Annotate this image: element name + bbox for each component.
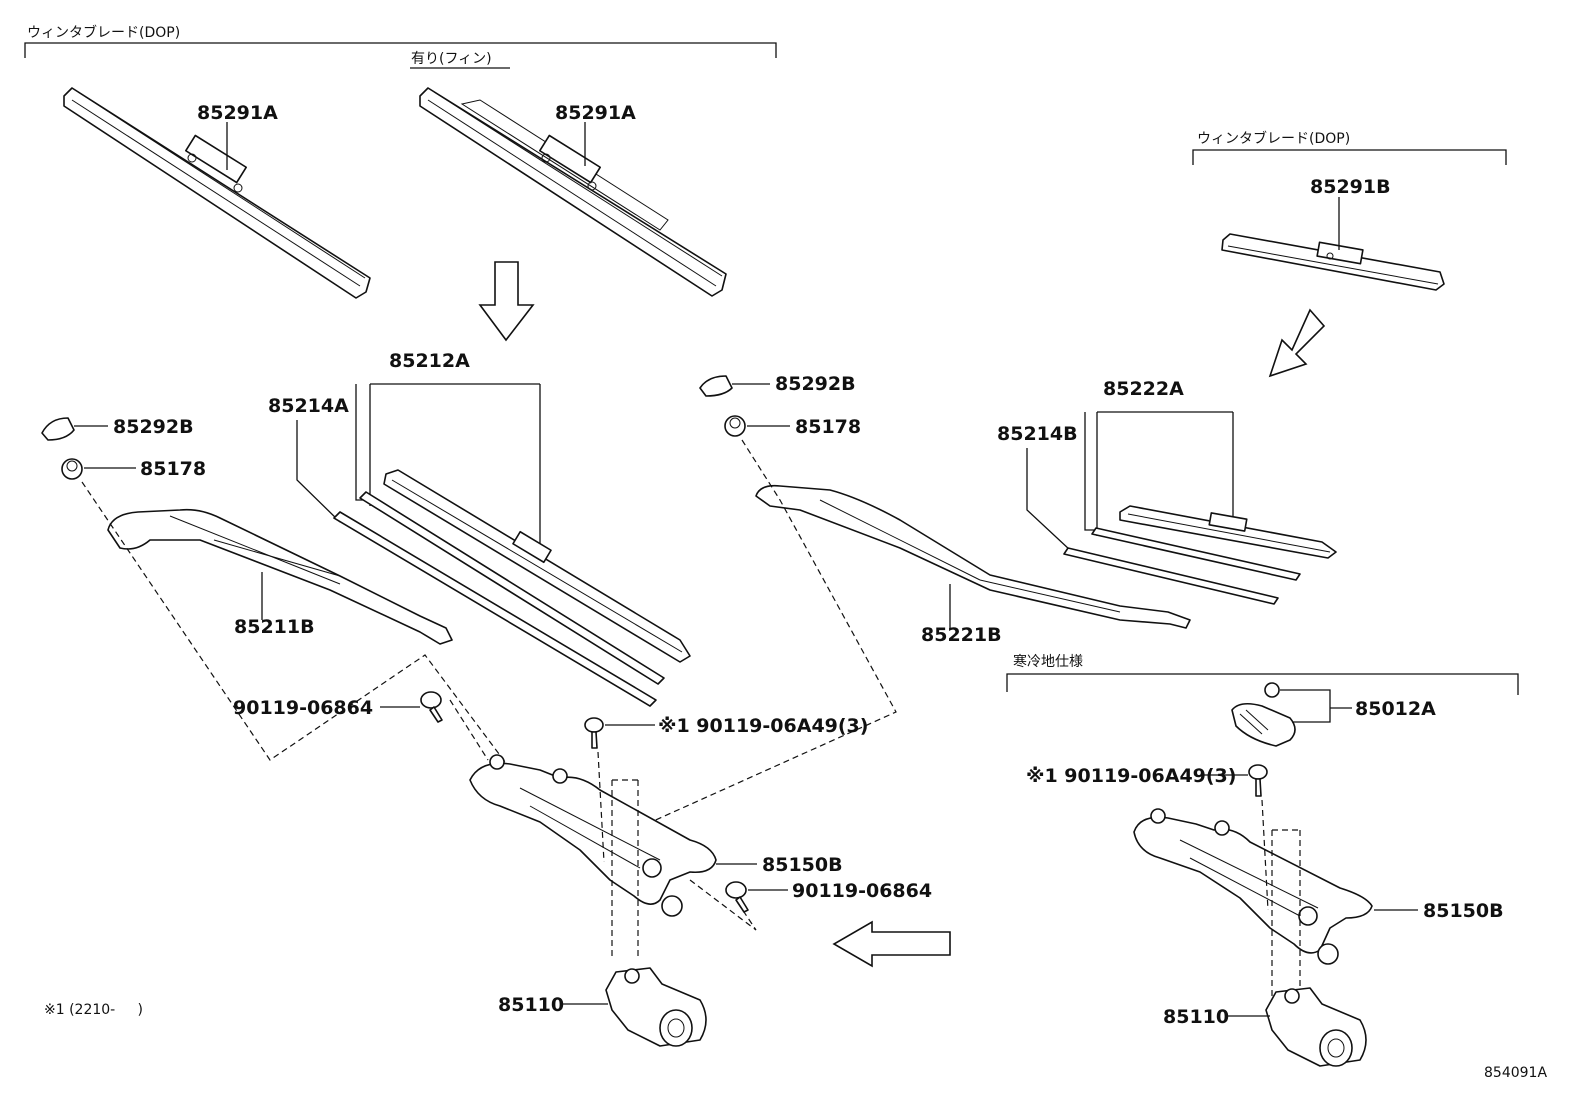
dashed-line-bolt-left bbox=[449, 699, 489, 761]
part-number-85150b-right: 85150B bbox=[1423, 900, 1504, 922]
arrow-down bbox=[478, 261, 535, 342]
nut-85178-right bbox=[724, 415, 746, 437]
cover-85012a bbox=[1231, 682, 1296, 747]
label-wiper-blade-right: ウィンタブレード(DOP) bbox=[1197, 130, 1350, 147]
part-number-85110-left: 85110 bbox=[498, 994, 564, 1016]
bolt-90119-06864-right bbox=[725, 881, 749, 913]
bracket-85212a bbox=[369, 383, 541, 560]
linkage-85150b-right bbox=[1133, 808, 1373, 965]
part-number-85178-right: 85178 bbox=[795, 416, 861, 438]
part-number-85292b-right: 85292B bbox=[775, 373, 856, 395]
motor-85110-left bbox=[605, 967, 707, 1047]
label-with-fin: 有り(フィン) bbox=[411, 51, 492, 67]
wiper-blade-left-1 bbox=[63, 87, 371, 299]
footnote-applicability: ※1 (2210- ) bbox=[44, 1002, 143, 1018]
motor-85110-right bbox=[1265, 987, 1367, 1067]
part-number-85012a: 85012A bbox=[1355, 698, 1436, 720]
wiper-refill-85214b bbox=[1063, 527, 1301, 605]
part-number-85178-left: 85178 bbox=[140, 458, 206, 480]
leader-85214a bbox=[296, 420, 341, 523]
wiper-blade-85212a bbox=[383, 469, 691, 663]
part-number-90119-06864-left: 90119-06864 bbox=[233, 697, 373, 719]
leader-85214b bbox=[1026, 448, 1071, 551]
arrow-left bbox=[832, 920, 951, 968]
wiper-blade-left-2 bbox=[419, 87, 727, 297]
label-cold-spec: 寒冷地仕様 bbox=[1013, 653, 1083, 670]
bracket-85222a bbox=[1096, 411, 1234, 536]
part-number-85291a-1: 85291A bbox=[197, 102, 278, 124]
part-number-85110-right: 85110 bbox=[1163, 1006, 1229, 1028]
bolt-90119-06864-left bbox=[420, 691, 443, 723]
bracket-85212a-inner bbox=[355, 384, 370, 501]
wiper-refill-85214a bbox=[333, 491, 665, 707]
diagram-id: 854091A bbox=[1484, 1065, 1547, 1081]
bracket-85222a-inner bbox=[1084, 412, 1097, 531]
arrow-down-left bbox=[1268, 308, 1326, 378]
part-number-90119-06864-right: 90119-06864 bbox=[792, 880, 932, 902]
bolt-90119-06a49-left bbox=[584, 717, 604, 749]
dashed-line-bolt-right bbox=[689, 879, 757, 931]
part-number-85222a: 85222A bbox=[1103, 378, 1184, 400]
part-number-85291b: 85291B bbox=[1310, 176, 1391, 198]
nut-85178-left bbox=[61, 458, 83, 480]
part-number-85211b: 85211B bbox=[234, 616, 315, 638]
cap-85292b-right bbox=[699, 375, 733, 397]
wiper-blade-right bbox=[1221, 233, 1445, 291]
part-number-85212a: 85212A bbox=[389, 350, 470, 372]
dashed-line-motor-right bbox=[1261, 799, 1301, 1000]
part-number-85221b: 85221B bbox=[921, 624, 1002, 646]
part-number-85214a: 85214A bbox=[268, 395, 349, 417]
cap-85292b-left bbox=[41, 417, 75, 441]
bracket-cold-spec bbox=[1006, 673, 1519, 695]
bracket-wiper-blade-left bbox=[24, 42, 777, 58]
bracket-wiper-blade-right bbox=[1192, 149, 1507, 165]
part-number-85291a-2: 85291A bbox=[555, 102, 636, 124]
part-number-90119-06a49-right: ※1 90119-06A49(3) bbox=[1026, 765, 1236, 787]
part-number-90119-06a49-left: ※1 90119-06A49(3) bbox=[658, 715, 868, 737]
dashed-line-motor-left bbox=[597, 751, 639, 960]
dashed-line-right-arm bbox=[619, 439, 897, 837]
label-wiper-blade-left: ウィンタブレード(DOP) bbox=[27, 24, 180, 41]
linkage-85150b-left bbox=[469, 754, 717, 917]
leader-85012a bbox=[1280, 689, 1352, 723]
part-number-85292b-left: 85292B bbox=[113, 416, 194, 438]
wiper-arm-85211b bbox=[107, 508, 453, 645]
part-number-85214b: 85214B bbox=[997, 423, 1078, 445]
wiper-blade-85222a bbox=[1119, 505, 1337, 559]
part-number-85150b-left: 85150B bbox=[762, 854, 843, 876]
bolt-90119-06a49-right bbox=[1248, 764, 1268, 797]
wiper-arm-85221b bbox=[755, 484, 1191, 629]
